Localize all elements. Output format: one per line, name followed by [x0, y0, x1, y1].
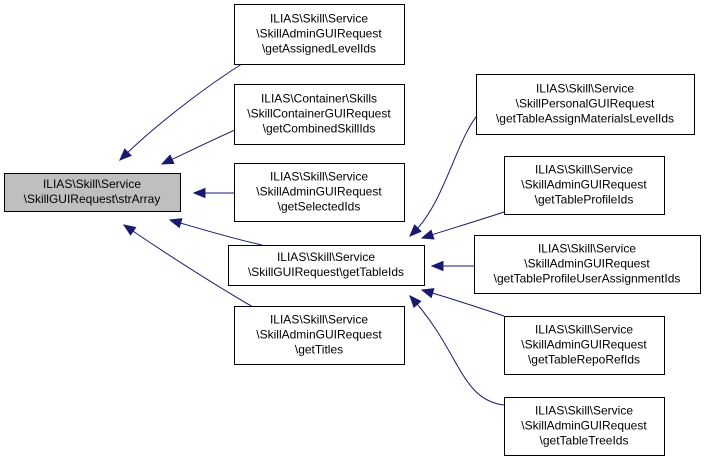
node-label-line: \SkillAdminGUIRequest [521, 338, 647, 352]
edge-line [169, 219, 263, 246]
node-label-line: \SkillAdminGUIRequest [256, 185, 382, 199]
node-label-line: \SkillContainerGUIRequest [247, 107, 391, 121]
nodes: ILIAS\Skill\Service\SkillGUIRequest\strA… [4, 4, 701, 456]
node-label-line: \SkillAdminGUIRequest [256, 328, 382, 342]
arrowhead [409, 295, 422, 309]
node-label-line: \getTableProfileUserAssignmentIds [494, 272, 681, 286]
node-label-line: \getTitles [295, 343, 343, 357]
node-getTableTreeIds[interactable]: ILIAS\Skill\Service\SkillAdminGUIRequest… [504, 397, 665, 456]
node-getTableAssignMaterialsLevelIds[interactable]: ILIAS\Skill\Service\SkillPersonalGUIRequ… [476, 74, 695, 135]
node-label-line: \getCombinedSkillIds [263, 122, 376, 136]
node-label-line: \SkillGUIRequest\strArray [24, 192, 161, 206]
node-label-line: \getTableRepoRefIds [528, 353, 640, 367]
node-label-line: ILIAS\Skill\Service [43, 177, 141, 191]
edge-getTableRepoRefIds-to-getTableIds [420, 288, 505, 317]
arrowhead [119, 148, 132, 161]
edge-line [421, 211, 505, 239]
node-label-line: ILIAS\Skill\Service [270, 12, 368, 26]
node-getSelectedIds[interactable]: ILIAS\Skill\Service\SkillAdminGUIRequest… [234, 163, 405, 222]
node-getAssignedLevelIds[interactable]: ILIAS\Skill\Service\SkillAdminGUIRequest… [234, 4, 405, 65]
arrowhead [409, 224, 422, 237]
edge-getTableProfileUserAssignmentIds-to-getTableIds [430, 260, 474, 272]
node-label-line: \getTableTreeIds [540, 434, 629, 448]
node-getTableIds[interactable]: ILIAS\Skill\Service\SkillGUIRequest\getT… [228, 245, 425, 286]
edge-getTableIds-to-strArray [168, 218, 263, 246]
arrowhead [430, 260, 444, 272]
arrowhead [420, 229, 435, 240]
node-label-line: ILIAS\Container\Skills [261, 92, 377, 106]
node-box [504, 397, 665, 456]
node-label-line: ILIAS\Skill\Service [270, 170, 368, 184]
node-label-line: ILIAS\Skill\Service [536, 82, 634, 96]
node-box [234, 306, 405, 365]
arrowhead [160, 154, 175, 165]
node-label-line: \getAssignedLevelIds [262, 42, 376, 56]
node-label-line: ILIAS\Skill\Service [535, 323, 633, 337]
node-box [228, 245, 425, 286]
node-box [474, 235, 701, 294]
node-label-line: ILIAS\Skill\Service [270, 313, 368, 327]
node-label-line: ILIAS\Skill\Service [535, 163, 633, 177]
edge-line [161, 125, 245, 165]
arrowhead [420, 288, 435, 299]
node-box [504, 316, 665, 375]
node-getTableRepoRefIds[interactable]: ILIAS\Skill\Service\SkillAdminGUIRequest… [504, 316, 665, 375]
node-label-line: \SkillAdminGUIRequest [521, 178, 647, 192]
node-label-line: \SkillAdminGUIRequest [256, 27, 382, 41]
node-getTableProfileIds[interactable]: ILIAS\Skill\Service\SkillAdminGUIRequest… [504, 156, 665, 215]
node-strArray: ILIAS\Skill\Service\SkillGUIRequest\strA… [4, 173, 181, 212]
arrowhead [122, 224, 137, 236]
node-box [504, 156, 665, 215]
arrowhead [192, 187, 206, 199]
edge-line [409, 295, 505, 406]
edge-line [123, 224, 259, 311]
edge-getAssignedLevelIds-to-strArray [119, 59, 249, 161]
node-label-line: ILIAS\Skill\Service [538, 242, 636, 256]
node-box [234, 4, 405, 65]
node-label-line: \SkillAdminGUIRequest [521, 419, 647, 433]
edge-getTitles-to-strArray [122, 224, 259, 311]
edge-line [119, 59, 249, 161]
node-label-line: \SkillGUIRequest\getTableIds [248, 265, 404, 279]
node-label-line: \getTableAssignMaterialsLevelIds [496, 112, 674, 126]
node-box [4, 173, 181, 212]
arrowhead [168, 218, 183, 229]
edge-getTableProfileIds-to-getTableIds [420, 211, 505, 240]
edge-getTableTreeIds-to-getTableIds [409, 295, 505, 406]
edge-getCombinedSkillIds-to-strArray [160, 125, 245, 165]
node-label-line: \getSelectedIds [278, 200, 361, 214]
node-label-line: \SkillPersonalGUIRequest [516, 97, 655, 111]
node-box [234, 84, 405, 145]
node-label-line: ILIAS\Skill\Service [535, 404, 633, 418]
edge-line [409, 111, 481, 237]
node-label-line: \getTableProfileIds [535, 193, 634, 207]
node-box [476, 74, 695, 135]
edge-getTableAssignMaterialsLevelIds-to-getTableIds [409, 111, 481, 237]
edges [119, 59, 505, 406]
node-getTitles[interactable]: ILIAS\Skill\Service\SkillAdminGUIRequest… [234, 306, 405, 365]
node-label-line: ILIAS\Skill\Service [277, 250, 375, 264]
node-label-line: \SkillAdminGUIRequest [524, 257, 650, 271]
node-box [234, 163, 405, 222]
node-getCombinedSkillIds[interactable]: ILIAS\Container\Skills\SkillContainerGUI… [234, 84, 405, 145]
node-getTableProfileUserAssignmentIds[interactable]: ILIAS\Skill\Service\SkillAdminGUIRequest… [474, 235, 701, 294]
